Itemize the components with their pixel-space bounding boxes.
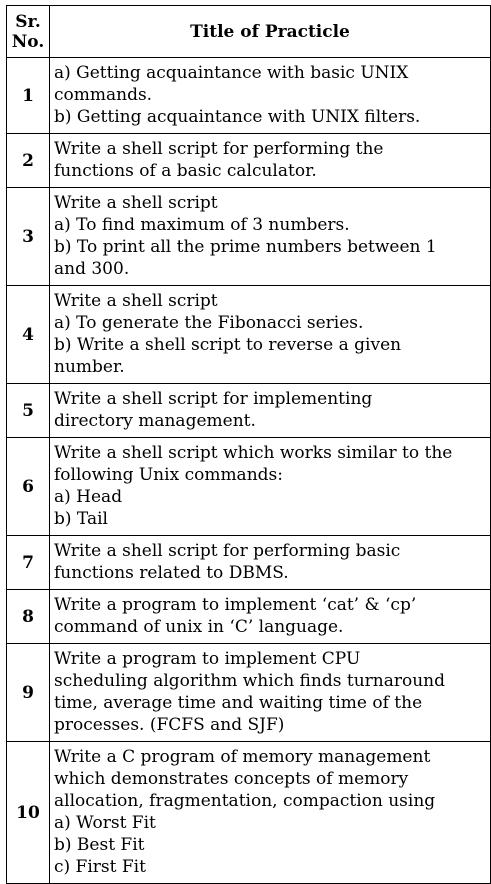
table-row: 1 a) Getting acquaintance with basic UNI…	[6, 57, 491, 134]
practical-title: a) Getting acquaintance with basic UNIX …	[49, 57, 491, 134]
practical-title: Write a shell script for performing the …	[49, 133, 491, 188]
table-row: 4 Write a shell script a) To generate th…	[6, 285, 491, 384]
table-row: 3 Write a shell script a) To find maximu…	[6, 187, 491, 286]
practicals-table: Sr.No. Title of Practicle 1 a) Getting a…	[6, 5, 491, 884]
sr-no-header-line1: Sr.	[15, 11, 41, 32]
row-number: 10	[6, 741, 50, 884]
table-row: 8 Write a program to implement ‘cat’ & ‘…	[6, 589, 491, 644]
header-row: Sr.No. Title of Practicle	[6, 5, 491, 58]
sr-no-header-line2: No.	[11, 31, 45, 52]
practical-title: Write a shell script a) To generate the …	[49, 285, 491, 384]
row-number: 6	[6, 437, 50, 536]
row-number: 5	[6, 383, 50, 438]
table-body: 1 a) Getting acquaintance with basic UNI…	[6, 57, 491, 884]
row-number: 4	[6, 285, 50, 384]
practical-title: Write a program to implement CPU schedul…	[49, 643, 491, 742]
table-header: Sr.No. Title of Practicle	[6, 5, 491, 58]
row-number: 2	[6, 133, 50, 188]
table-row: 10 Write a C program of memory managemen…	[6, 741, 491, 884]
practical-title: Write a shell script a) To find maximum …	[49, 187, 491, 286]
row-number: 8	[6, 589, 50, 644]
practical-title: Write a C program of memory management w…	[49, 741, 491, 884]
table-row: 6 Write a shell script which works simil…	[6, 437, 491, 536]
table-row: 5 Write a shell script for implementing …	[6, 383, 491, 438]
row-number: 7	[6, 535, 50, 590]
table-row: 7 Write a shell script for performing ba…	[6, 535, 491, 590]
row-number: 1	[6, 57, 50, 134]
table-row: 9 Write a program to implement CPU sched…	[6, 643, 491, 742]
practical-title: Write a shell script for performing basi…	[49, 535, 491, 590]
row-number: 9	[6, 643, 50, 742]
table-row: 2 Write a shell script for performing th…	[6, 133, 491, 188]
sr-no-header: Sr.No.	[6, 5, 50, 58]
title-header: Title of Practicle	[49, 5, 491, 58]
practical-title: Write a program to implement ‘cat’ & ‘cp…	[49, 589, 491, 644]
practical-title: Write a shell script for implementing di…	[49, 383, 491, 438]
practical-title: Write a shell script which works similar…	[49, 437, 491, 536]
row-number: 3	[6, 187, 50, 286]
